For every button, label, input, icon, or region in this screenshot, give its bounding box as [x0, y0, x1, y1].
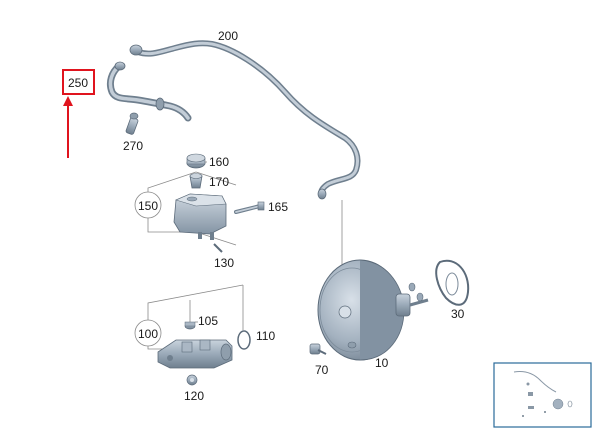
seal-105[interactable] [184, 321, 196, 330]
label-120: 120 [184, 389, 204, 403]
brake-booster-10[interactable] [317, 200, 429, 361]
plug-120[interactable] [186, 374, 198, 386]
label-100: 100 [138, 327, 158, 341]
master-cylinder[interactable] [157, 339, 233, 369]
label-170: 170 [209, 175, 229, 189]
gasket-30[interactable] [435, 259, 470, 306]
label-30: 30 [451, 307, 465, 321]
label-150: 150 [138, 199, 158, 213]
label-160: 160 [209, 155, 229, 169]
hose-165[interactable] [234, 201, 265, 214]
label-110: 110 [256, 329, 275, 343]
pin-130[interactable] [213, 243, 223, 253]
label-130: 130 [214, 256, 234, 270]
highlight-box-250 [62, 69, 95, 95]
label-105: 105 [198, 314, 218, 328]
label-10: 10 [375, 356, 389, 370]
o-ring-110[interactable] [237, 330, 251, 350]
vacuum-hose-250[interactable] [106, 61, 192, 122]
overview-thumbnail[interactable] [493, 362, 592, 428]
reservoir-cap-160[interactable] [186, 153, 206, 169]
strainer-170[interactable] [189, 173, 203, 189]
label-70: 70 [315, 363, 329, 377]
group-150-bracket [134, 171, 237, 246]
check-valve-270[interactable] [125, 112, 139, 135]
vacuum-hose-200[interactable] [129, 40, 361, 200]
reservoir-body[interactable] [173, 193, 227, 240]
label-200: 200 [218, 29, 238, 43]
label-250[interactable]: 250 [68, 76, 88, 90]
valve-70[interactable] [309, 343, 327, 355]
label-165: 165 [268, 200, 288, 214]
highlight-arrow [63, 96, 73, 158]
label-270: 270 [123, 139, 143, 153]
